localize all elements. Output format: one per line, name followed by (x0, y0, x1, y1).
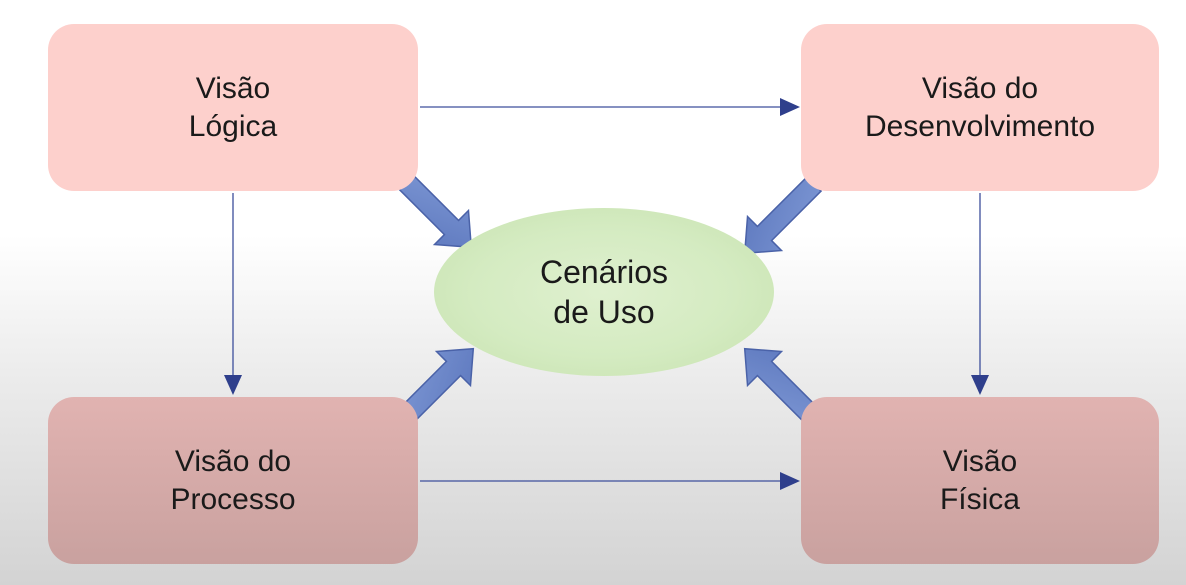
node-cenarios-de-uso-label: Cenários de Uso (540, 252, 668, 332)
block-arrow-desenvolvimento-to-cenarios (743, 175, 823, 255)
node-visao-desenvolvimento-line2: Desenvolvimento (864, 109, 1096, 143)
block-arrow-processo-to-cenarios (395, 347, 475, 427)
node-visao-processo-line1: Visão do (174, 444, 292, 478)
block-arrow-logica-to-cenarios (393, 169, 473, 249)
node-visao-logica-line2: Lógica (188, 109, 278, 143)
thin-arrow-desenvolvimento-to-fisica (971, 193, 989, 395)
thin-arrow-logica-to-desenvolvimento (420, 98, 800, 116)
node-visao-fisica-line1: Visão (942, 444, 1018, 478)
node-visao-fisica: Visão Física (801, 397, 1159, 564)
node-visao-fisica-line2: Física (939, 482, 1020, 516)
node-visao-logica-line1: Visão (195, 71, 271, 105)
node-visao-processo-label: Visão do Processo (170, 443, 295, 519)
node-visao-fisica-label: Visão Física (940, 443, 1020, 519)
node-cenarios-de-uso: Cenários de Uso (434, 208, 774, 376)
node-visao-processo: Visão do Processo (48, 397, 418, 564)
node-visao-desenvolvimento-label: Visão do Desenvolvimento (865, 70, 1095, 146)
node-visao-logica-label: Visão Lógica (189, 70, 277, 146)
node-cenarios-line1: Cenários (539, 254, 669, 290)
node-visao-logica: Visão Lógica (48, 24, 418, 191)
node-cenarios-line2: de Uso (553, 294, 655, 330)
node-visao-desenvolvimento-line1: Visão do (921, 71, 1039, 105)
node-visao-processo-line2: Processo (170, 482, 296, 516)
thin-arrow-logica-to-processo (224, 193, 242, 395)
node-visao-desenvolvimento: Visão do Desenvolvimento (801, 24, 1159, 191)
thin-arrow-processo-to-fisica (420, 472, 800, 490)
